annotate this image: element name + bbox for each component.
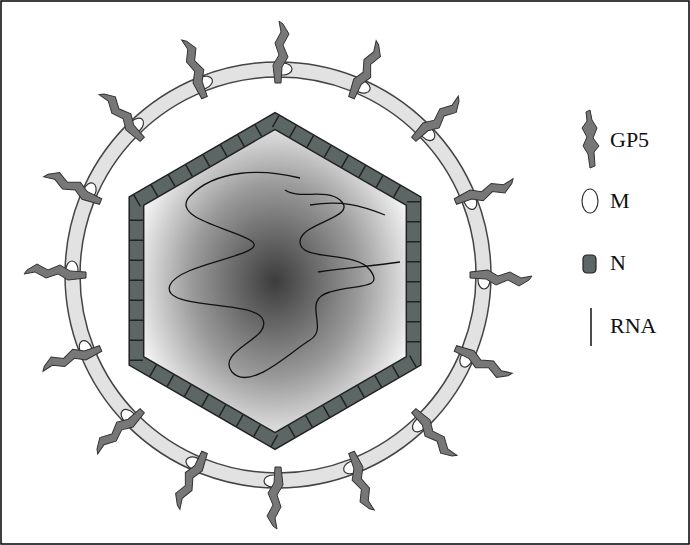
rna-strand	[310, 203, 385, 215]
spike-layer	[24, 21, 532, 529]
gp5-m-spike	[347, 38, 388, 103]
gp5-m-spike	[24, 261, 86, 280]
gp5-protein	[273, 21, 289, 83]
gp5-m-spike	[41, 165, 106, 206]
gp5-m-spike	[273, 21, 292, 83]
core-fill	[136, 121, 413, 441]
legend-label: GP5	[610, 127, 649, 153]
m-symbol	[582, 189, 598, 213]
legend-symbols	[582, 110, 599, 346]
gp5-m-spike	[88, 401, 145, 458]
gp5-protein	[95, 88, 150, 143]
gp5-protein	[347, 38, 386, 101]
gp5-m-spike	[176, 35, 217, 100]
n-band	[136, 121, 413, 441]
gp5-m-spike	[470, 270, 532, 289]
gp5-protein	[406, 407, 461, 462]
gp5-protein	[41, 168, 104, 207]
n-symbol	[583, 255, 596, 273]
gp5-protein	[24, 264, 86, 280]
envelope-outer	[65, 62, 491, 488]
gp5-m-spike	[168, 447, 209, 512]
gp5-m-spike	[95, 85, 152, 142]
gp5-protein	[267, 467, 283, 529]
gp5-symbol	[582, 110, 599, 168]
gp5-protein	[176, 36, 215, 99]
gp5-protein	[341, 450, 380, 513]
gp5-protein	[451, 344, 514, 383]
gp5-protein	[91, 403, 146, 458]
n-band-divisions	[136, 121, 413, 441]
gp5-m-spike	[339, 450, 380, 515]
n-band-outline	[136, 121, 413, 441]
gp5-protein	[171, 448, 210, 511]
gp5-protein	[453, 173, 516, 212]
gp5-protein	[410, 92, 465, 147]
capsid	[136, 121, 413, 441]
gp5-m-spike	[264, 467, 283, 529]
legend-label: RNA	[610, 313, 656, 339]
legend-label: N	[610, 250, 626, 276]
rna-symbol	[590, 308, 592, 346]
gp5-m-spike	[453, 173, 518, 214]
envelope-inner	[80, 77, 476, 473]
rna-strand	[318, 262, 400, 272]
gp5-protein	[39, 338, 102, 377]
legend-label: M	[610, 188, 630, 214]
gp5-m-spike	[38, 336, 103, 377]
gp5-protein	[470, 270, 532, 286]
gp5-m-spike	[450, 344, 515, 385]
gp5-m-spike	[404, 407, 461, 464]
gp5-m-spike	[410, 92, 467, 149]
